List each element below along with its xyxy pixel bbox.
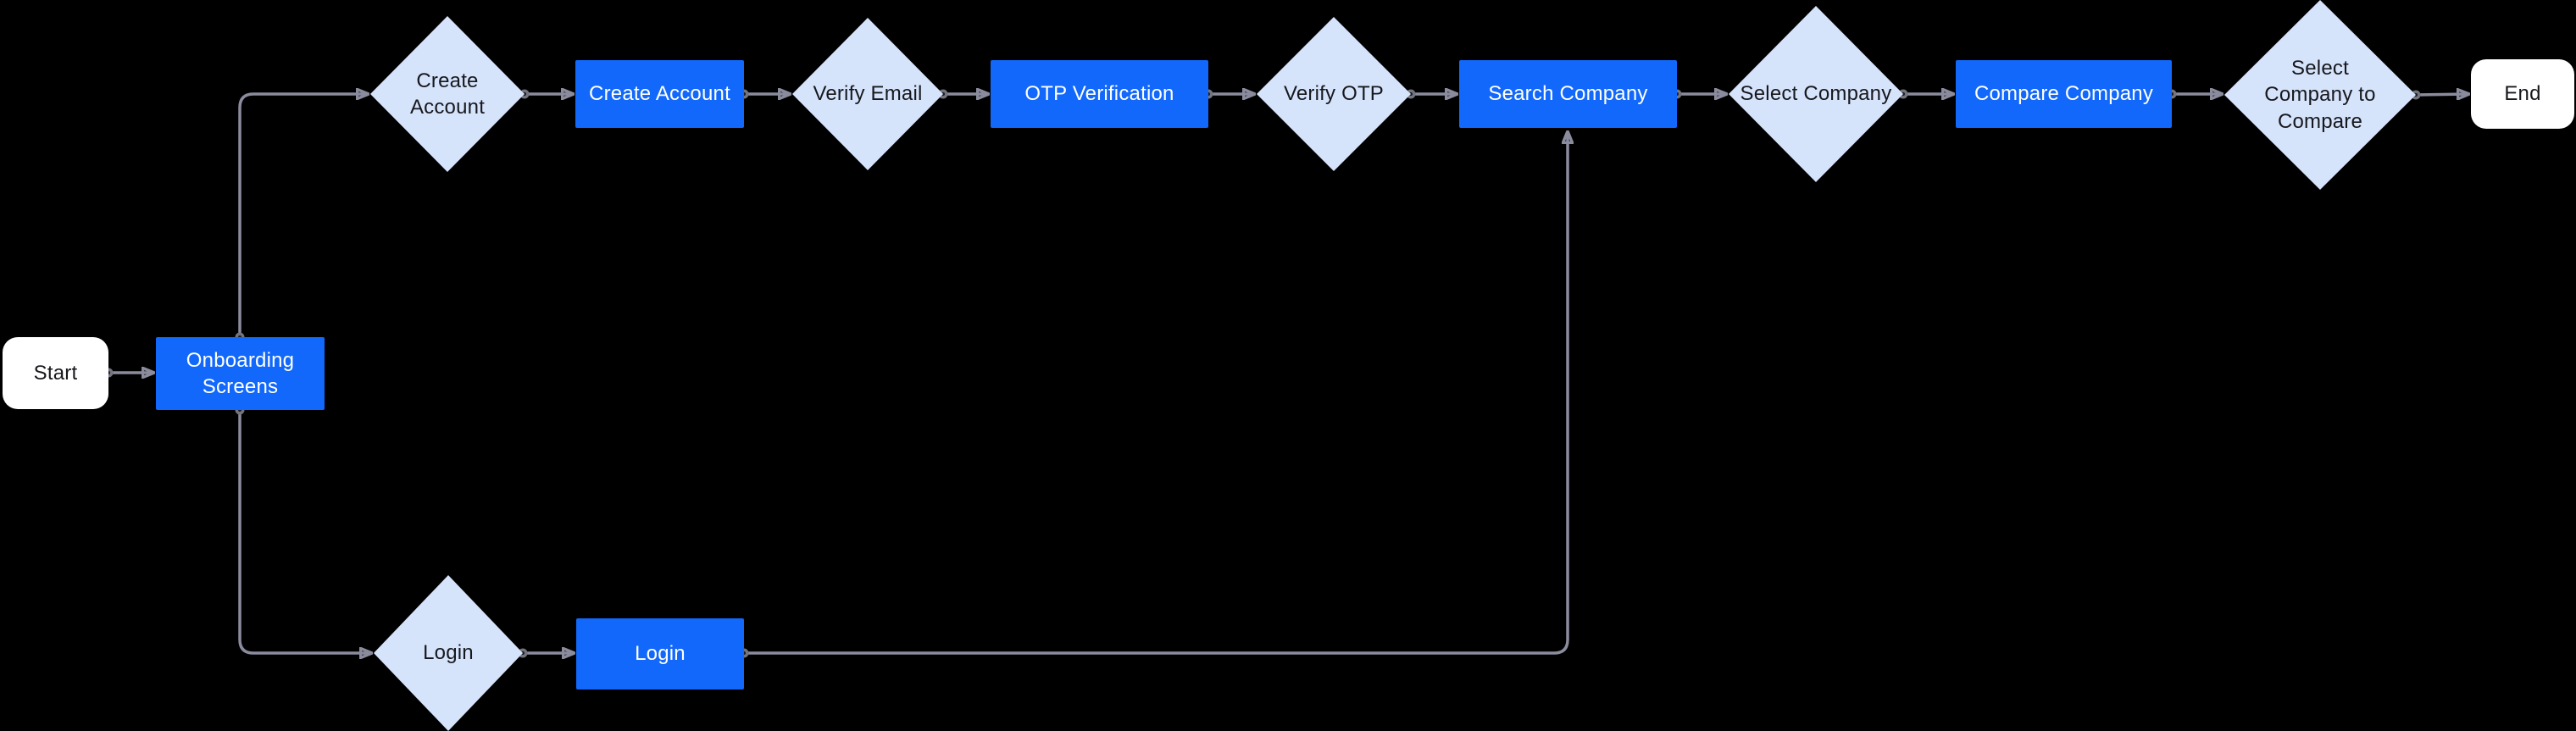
node-verify-otp-label: Verify OTP	[1283, 82, 1385, 106]
node-select-company-label: Select Company	[1740, 82, 1892, 106]
node-otp-verification[interactable]: OTP Verification	[991, 60, 1208, 128]
node-create-account[interactable]: Create Account	[575, 60, 744, 128]
node-onboarding-screens-label: Onboarding Screens	[186, 348, 295, 398]
node-login[interactable]: Login	[576, 618, 744, 689]
node-search-company[interactable]: Search Company	[1459, 60, 1677, 128]
node-create-account-decision-label: Create Account	[409, 69, 486, 119]
connection-dots	[103, 89, 2421, 658]
node-compare-company[interactable]: Compare Company	[1956, 60, 2172, 128]
node-compare-company-label: Compare Company	[1974, 82, 2154, 106]
node-start[interactable]: Start	[3, 337, 108, 409]
node-end-label: End	[2504, 82, 2541, 106]
node-start-label: Start	[33, 361, 78, 385]
node-login-decision-label: Login	[423, 641, 474, 665]
node-verify-email-label: Verify Email	[813, 82, 923, 106]
node-onboarding-screens[interactable]: Onboarding Screens	[156, 337, 325, 410]
node-otp-verification-label: OTP Verification	[1024, 82, 1174, 106]
edge-login-search-company	[744, 131, 1568, 655]
edge-select-company-to-compare-end	[2415, 94, 2469, 95]
node-search-company-label: Search Company	[1488, 82, 1648, 106]
node-create-account-label: Create Account	[589, 82, 730, 106]
edge-onboarding-login-decision	[238, 410, 372, 653]
node-login-label: Login	[635, 642, 686, 666]
node-end[interactable]: End	[2471, 59, 2574, 129]
edge-onboarding-create-account-decision	[238, 94, 369, 337]
node-select-company-to-compare-label: Select Company to Compare	[2264, 57, 2376, 133]
